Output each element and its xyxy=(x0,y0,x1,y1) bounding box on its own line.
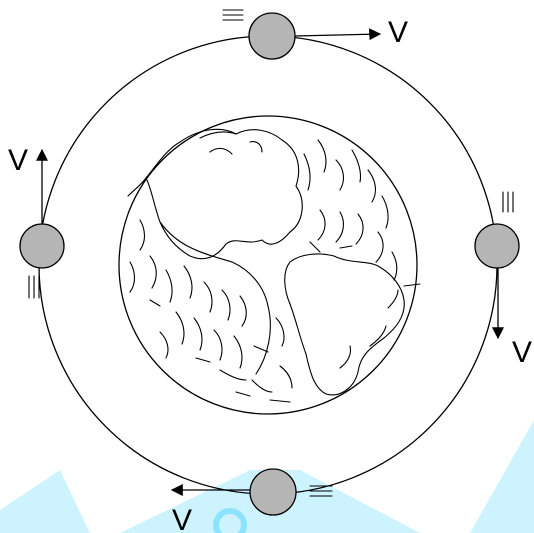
satellite-top: V xyxy=(223,10,408,59)
orbit-circle xyxy=(39,36,497,494)
velocity-label-top: V xyxy=(388,16,408,49)
earth xyxy=(119,116,420,414)
watermark-shape xyxy=(470,420,534,533)
satellite-left: V xyxy=(8,144,64,298)
continent-south xyxy=(285,254,405,395)
velocity-label-right: V xyxy=(512,336,532,369)
coast-line xyxy=(200,132,236,138)
satellite-body xyxy=(475,224,519,268)
velocity-label-left: V xyxy=(8,144,28,177)
satellite-body xyxy=(20,224,64,268)
watermark-shape xyxy=(0,470,90,533)
motion-lines xyxy=(29,276,39,298)
velocity-arrow-right xyxy=(295,34,380,36)
satellite-body xyxy=(249,13,295,59)
velocity-label-bottom: V xyxy=(172,504,192,533)
satellite-body xyxy=(250,469,296,515)
continent-west xyxy=(160,222,270,374)
motion-lines xyxy=(223,10,243,20)
earth-outline xyxy=(119,116,417,414)
motion-lines xyxy=(503,192,513,212)
earth-texture xyxy=(130,140,398,402)
coast-line xyxy=(404,284,420,286)
